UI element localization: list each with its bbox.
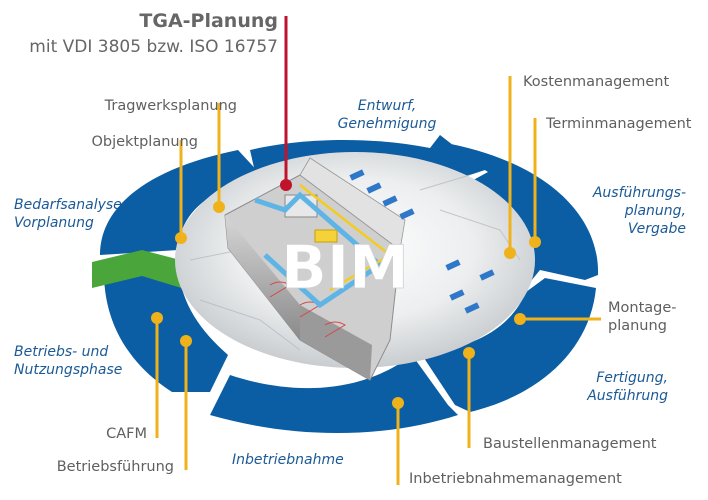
connector-montageplanung [514,313,601,325]
tga-connector-dot [280,179,292,191]
connector-cafm [151,312,163,438]
label-objektplanung: Objektplanung [91,134,198,150]
building-model [224,157,495,381]
phase-entwurf: Entwurf,Genehmigung [337,98,437,133]
connector-baustellenmanagement [463,347,475,448]
label-montageplanung: Montage-planung [608,300,677,335]
cycle-arrow-icon [92,250,188,290]
ring-segment-betrieb [104,268,228,392]
connector-betriebsfuehrung [180,335,192,470]
connector-terminmanagement [529,118,541,248]
label-kostenmanagement: Kostenmanagement [523,74,670,90]
connector-tragwerksplanung [213,103,225,213]
label-tragwerksplanung: Tragwerksplanung [104,98,237,114]
connector-kostenmanagement [504,76,516,259]
connector-inbetriebnahmemanagement [392,397,404,485]
phase-inbetriebnahme: Inbetriebnahme [232,452,344,468]
page-title: TGA-Planung [139,10,278,32]
phase-ausfuehrungsplanung: Ausführungs-planung,Vergabe [592,185,686,238]
discipline-connectors [151,76,601,485]
connector-objektplanung [175,140,187,244]
label-terminmanagement: Terminmanagement [546,116,692,132]
label-betriebsfuehrung: Betriebsführung [56,459,174,475]
phase-bedarfsanalyse: Bedarfsanalyse,Vorplanung [14,197,127,232]
bim-label: BIM [281,233,409,303]
phase-fertigung: Fertigung,Ausführung [587,370,668,405]
ring-segment-fertigung [420,278,596,412]
ring-segment-inbetriebnahme [210,355,458,434]
label-cafm: CAFM [106,426,147,442]
label-baustellenmanagement: Baustellenmanagement [483,436,657,452]
label-inbetriebnahmemanagement: Inbetriebnahmemanagement [409,471,622,487]
page-subtitle: mit VDI 3805 bzw. ISO 16757 [29,37,278,57]
